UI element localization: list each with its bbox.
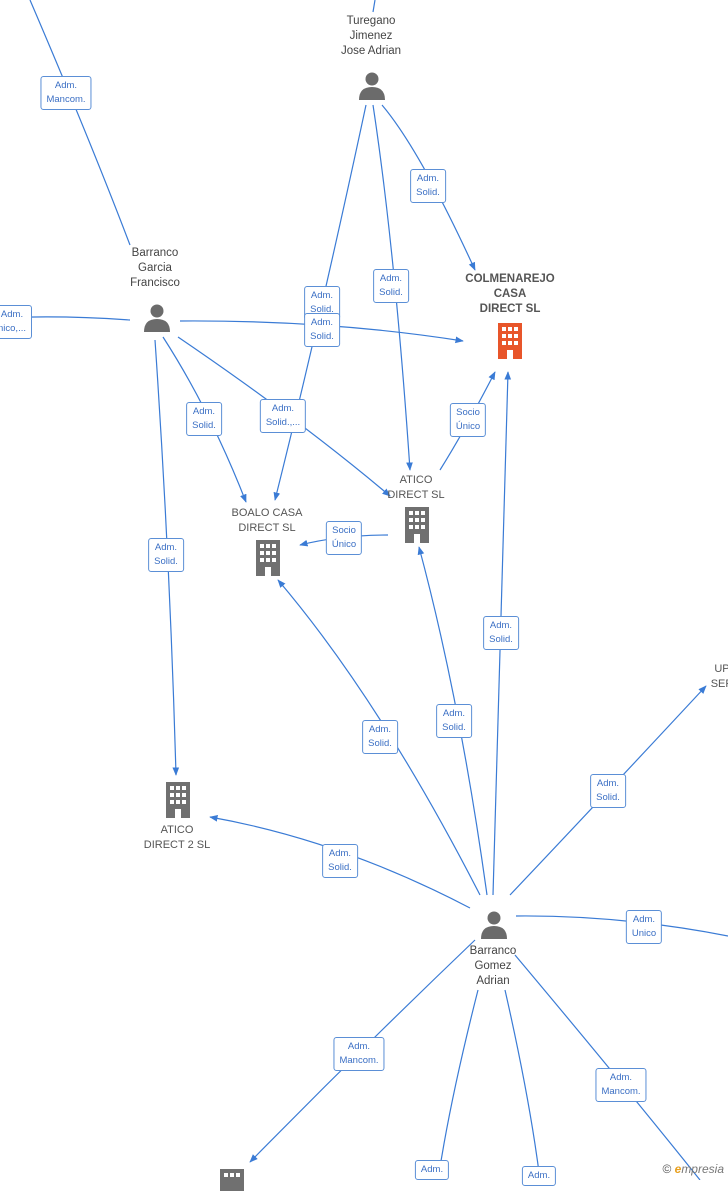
edge-label[interactable]: Adm. Mancom. <box>333 1037 385 1071</box>
node-label-atico-direct[interactable]: ATICO DIRECT SL <box>387 474 445 501</box>
edge-label[interactable]: Adm. nico,... <box>0 305 32 339</box>
edge-label[interactable]: Adm. Mancom. <box>595 1068 647 1102</box>
person-icon <box>144 304 170 332</box>
edge-label[interactable]: Adm. Solid. <box>304 313 340 347</box>
edge-line <box>277 579 481 896</box>
edge-line <box>372 104 413 471</box>
brand-initial: e <box>674 1162 682 1176</box>
edge-label[interactable]: Adm. Solid. <box>373 269 409 303</box>
person-icon <box>359 72 385 100</box>
node-label-boalo[interactable]: BOALO CASA DIRECT SL <box>231 507 303 534</box>
edge-label[interactable]: Adm. Solid. <box>436 704 472 738</box>
edge-line <box>381 104 476 271</box>
edge-label[interactable]: Adm. Unico <box>625 910 663 944</box>
building-icon <box>256 540 280 576</box>
person-icon <box>481 911 507 939</box>
edge-label[interactable]: Adm. Solid. <box>322 844 358 878</box>
brand-name: mpresia <box>681 1162 724 1176</box>
node-label-barranco-gomez[interactable]: Barranco Gomez Adrian <box>469 945 517 987</box>
edge-label[interactable]: Adm. <box>414 1160 450 1180</box>
building-icon <box>220 1169 244 1191</box>
building-icon <box>405 507 429 543</box>
edge-label[interactable]: Adm. <box>521 1166 557 1186</box>
edge-line <box>437 989 479 1180</box>
edge-label[interactable]: Socio Único <box>449 403 487 437</box>
edge-label[interactable]: Adm. Solid.,... <box>259 399 307 433</box>
edge-line <box>29 0 131 246</box>
brand-watermark: © empresia <box>662 1162 724 1176</box>
building-icon <box>166 782 190 818</box>
node-label-atico-direct-2[interactable]: ATICO DIRECT 2 SL <box>143 824 211 851</box>
node-label-colmenarejo[interactable]: COLMENAREJO CASA DIRECT SL <box>465 273 555 315</box>
edge-label[interactable]: Adm. Solid. <box>410 169 446 203</box>
building-icon-highlight <box>498 323 522 359</box>
node-label-up-ser[interactable]: UP SER <box>710 663 728 690</box>
edge-label[interactable]: Adm. Solid. <box>590 774 626 808</box>
copyright-symbol: © <box>662 1162 672 1176</box>
node-label-barranco-garcia[interactable]: Barranco Garcia Francisco <box>130 247 180 289</box>
node-label-turegano[interactable]: Turegano Jimenez Jose Adrian <box>340 15 402 57</box>
edge-label[interactable]: Adm. Solid. <box>362 720 398 754</box>
edge-label[interactable]: Adm. Solid. <box>148 538 184 572</box>
edge-line <box>515 915 728 937</box>
edge-label[interactable]: Socio Único <box>325 521 363 555</box>
edge-label[interactable]: Adm. Mancom. <box>40 76 92 110</box>
edge-label[interactable]: Adm. Solid. <box>483 616 519 650</box>
edge-label[interactable]: Adm. Solid. <box>186 402 222 436</box>
edge-line <box>372 0 376 13</box>
edge-line <box>504 989 541 1180</box>
